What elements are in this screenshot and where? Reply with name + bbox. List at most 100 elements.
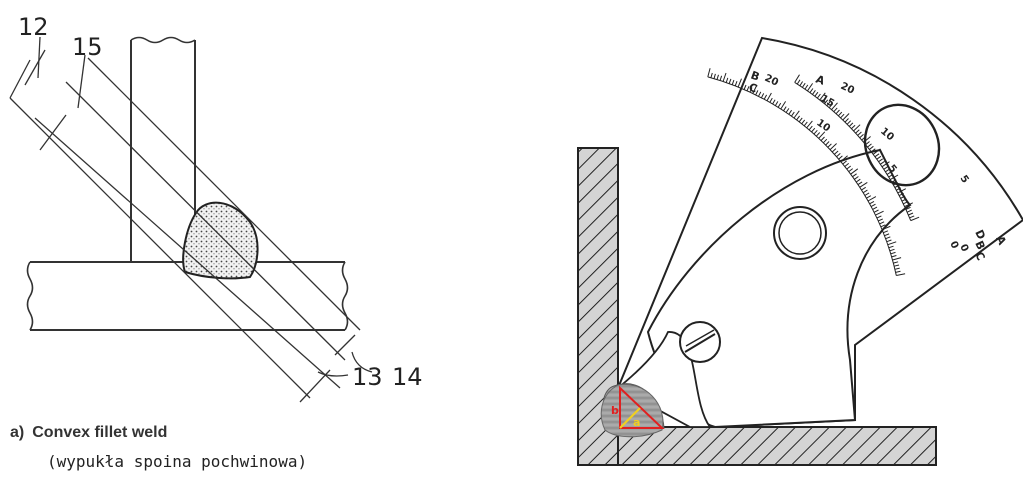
- scale-tick: [893, 264, 900, 267]
- scale-tick: [906, 209, 912, 213]
- scale-tick: [866, 195, 872, 199]
- caption-title: Convex fillet weld: [32, 424, 168, 441]
- scale-tick: [766, 92, 772, 102]
- scale-tick: [799, 81, 804, 86]
- scale-tick: [725, 77, 729, 83]
- figure-caption: a)Convex fillet weld: [10, 424, 167, 442]
- scale-tick: [722, 72, 727, 82]
- label-15: 15: [72, 33, 103, 61]
- weld-gauge-drawing: B C A 20 20 15 10 10 5 5 0 0 D B C A: [577, 36, 1023, 466]
- scale-tick: [873, 209, 879, 213]
- scale-tick: [896, 187, 902, 191]
- scale-tick: [878, 218, 883, 222]
- fillet-weld-bead: [600, 383, 664, 438]
- gauge-rivet-upper: [773, 206, 827, 260]
- scale-tick: [824, 99, 829, 105]
- scale-tick: [862, 189, 868, 194]
- scale-tick: [804, 84, 809, 90]
- scale-tick: [777, 102, 782, 108]
- scale-tick: [806, 120, 813, 129]
- scale-tick: [846, 120, 852, 125]
- scale-tick: [869, 145, 874, 150]
- scale-tick: [884, 233, 890, 237]
- scale-tick: [707, 68, 711, 78]
- weld-throat-line: [619, 407, 641, 429]
- scale-tick: [850, 168, 859, 175]
- scale-tick: [820, 136, 825, 141]
- scale-tick: [833, 107, 838, 112]
- convex-weld-bead: [182, 201, 259, 280]
- scale-tick: [844, 163, 850, 167]
- scale-tick: [890, 174, 899, 181]
- scale-tick: [875, 210, 884, 216]
- scale-tick: [908, 212, 914, 216]
- scale-tick: [809, 88, 814, 93]
- scale-tick: [710, 72, 713, 78]
- scale-tick: [716, 74, 719, 80]
- scale-tick: [874, 153, 880, 158]
- scale-tick: [878, 158, 883, 163]
- scale-tick: [870, 203, 876, 208]
- scale-tick: [840, 155, 848, 162]
- scale-tick: [840, 113, 845, 119]
- scale-tick: [794, 74, 800, 83]
- scale-tick: [835, 109, 840, 115]
- vertical-plate: [130, 36, 196, 262]
- label-14: 14: [392, 363, 423, 391]
- scale-tick: [859, 181, 868, 188]
- scale-tick: [861, 186, 866, 191]
- scale-tick: [829, 143, 837, 151]
- scale-tick: [801, 82, 806, 88]
- weld-label-b: b: [611, 404, 619, 417]
- scale-tick: [838, 111, 843, 117]
- scale-tick: [888, 173, 894, 178]
- scale-tick: [900, 195, 906, 199]
- scale-tick: [812, 90, 816, 95]
- scale-tick: [801, 119, 806, 125]
- scale-number-0-b: 0: [957, 243, 970, 254]
- weld-throat-triangle: [619, 385, 665, 429]
- label-12: 12: [18, 13, 49, 41]
- scale-tick: [728, 78, 732, 84]
- scale-tick: [898, 192, 904, 197]
- scale-tick: [731, 79, 735, 85]
- scale-tick: [796, 115, 800, 121]
- scale-tick: [867, 143, 872, 148]
- scale-tick: [713, 73, 716, 79]
- scale-tick: [855, 178, 861, 183]
- scale-tick: [798, 117, 803, 123]
- scale-tick: [881, 225, 891, 231]
- scale-tick: [885, 168, 890, 173]
- scale-number-20-mid: 20: [839, 81, 856, 97]
- scale-tick: [825, 141, 830, 146]
- scale-tick: [881, 161, 890, 168]
- scale-tick: [836, 153, 841, 158]
- scale-tick: [904, 202, 914, 208]
- scale-tick: [743, 84, 747, 90]
- scale-tick: [796, 79, 801, 85]
- scale-tick: [883, 166, 889, 170]
- scale-tick: [783, 106, 787, 112]
- scale-tick: [790, 111, 795, 117]
- scale-tick: [896, 273, 906, 276]
- scale-tick: [886, 239, 892, 243]
- scale-tick: [909, 215, 915, 219]
- scale-tick: [844, 118, 849, 123]
- scale-tick: [821, 97, 826, 103]
- scale-tick: [842, 160, 847, 165]
- scale-tick: [834, 150, 839, 155]
- scale-tick: [827, 143, 832, 148]
- scale-tick: [876, 215, 882, 219]
- scale-tick: [828, 103, 833, 108]
- scale-tick: [854, 176, 859, 180]
- label-13: 13: [352, 363, 383, 391]
- scale-tick: [763, 94, 768, 100]
- scale-tick: [842, 113, 850, 121]
- scale-tick: [793, 110, 800, 119]
- scale-tick: [808, 125, 813, 131]
- scale-tick: [755, 90, 759, 96]
- scale-tick: [901, 198, 907, 202]
- caption-translation: (wypukła spoina pochwinowa): [47, 452, 308, 471]
- convex-fillet-weld-drawing: 12 15 13 14: [9, 13, 423, 403]
